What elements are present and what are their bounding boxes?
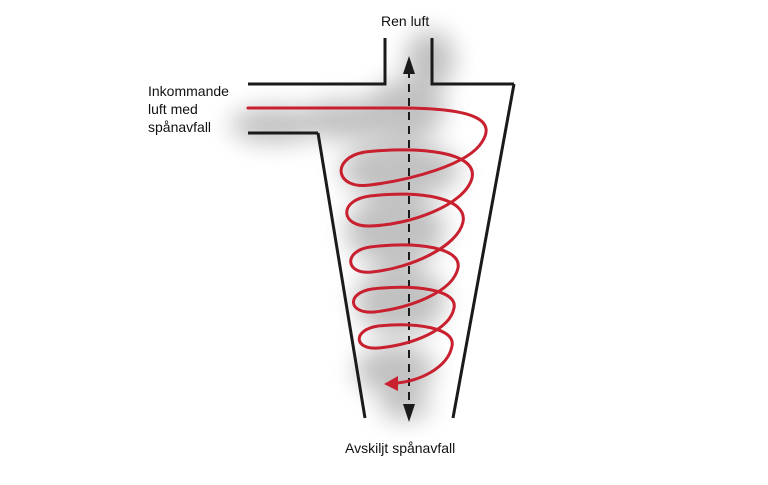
inlet-label-line-1: Inkommande: [148, 83, 229, 99]
separated-waste-label: Avskiljt spånavfall: [345, 440, 456, 456]
arrow-up-icon: [403, 56, 415, 74]
arrow-down-icon: [403, 404, 415, 422]
arrow-left-icon: [384, 376, 398, 391]
clean-air-label: Ren luft: [381, 13, 430, 29]
air-spiral: [246, 106, 488, 385]
outlet-pipe-right-wall: [430, 38, 514, 86]
cyclone-outline: [248, 38, 516, 419]
inlet-label-line-2: luft med: [148, 101, 198, 117]
dust-cloud: [230, 30, 460, 420]
body-left-wall: [316, 132, 367, 419]
inlet-label-line-3: spånavfall: [148, 119, 212, 135]
inlet-label: Inkommande luft med spånavfall: [148, 82, 229, 136]
body-right-wall: [451, 83, 516, 419]
outlet-pipe-left-wall: [248, 38, 387, 86]
